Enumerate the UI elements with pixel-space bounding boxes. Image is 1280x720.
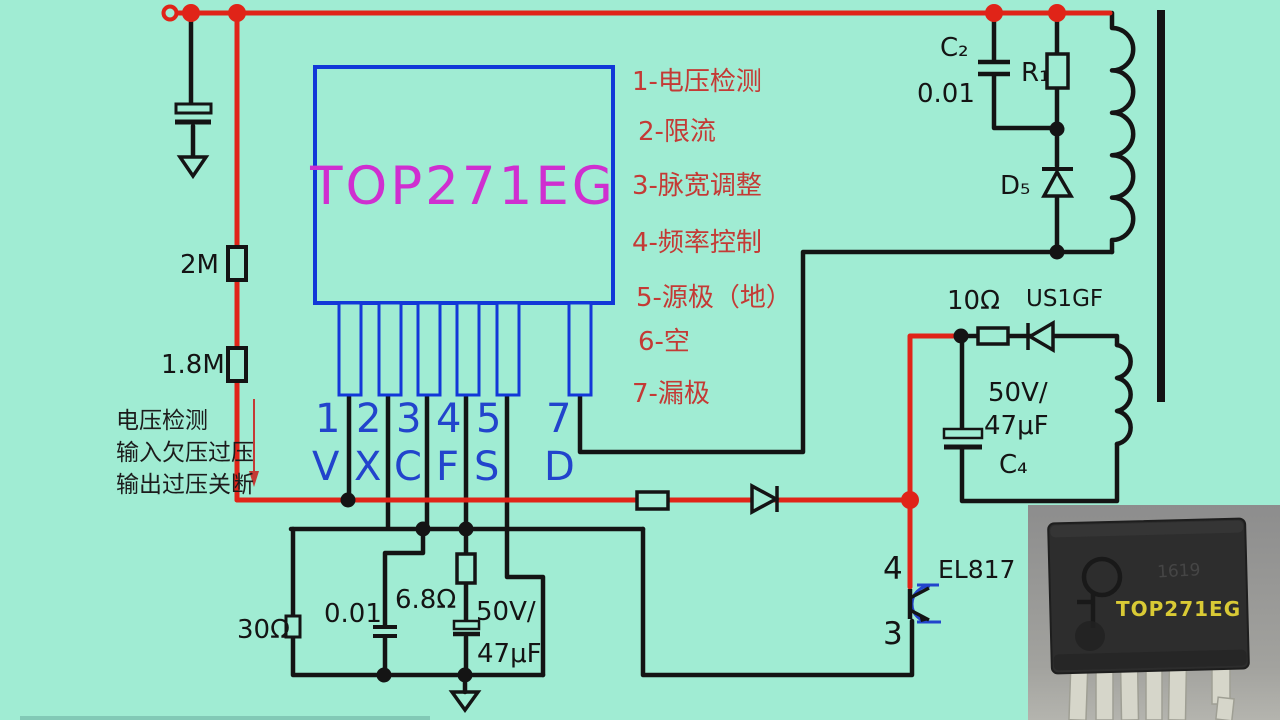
resistor-1m8-body bbox=[226, 346, 248, 383]
label-opto-pin4: 4 bbox=[883, 551, 903, 587]
component-labels: 2M 1.8M C₂ 0.01 R₁ D₅ 10Ω US1GF 50V/ 47μ… bbox=[161, 33, 1103, 669]
pin1-sym: V bbox=[312, 444, 340, 490]
pin2-sym: X bbox=[354, 444, 381, 490]
wire-c2-bottom bbox=[991, 73, 1060, 131]
resistor-2m-body bbox=[226, 245, 248, 282]
wire-bus-to-opto-emitter bbox=[640, 526, 915, 678]
secondary-winding-coil bbox=[1114, 342, 1133, 447]
optocoupler-el817 bbox=[907, 583, 941, 624]
label-r1: R₁ bbox=[1021, 58, 1050, 88]
feedback-resistor-body bbox=[635, 490, 670, 511]
wire-pin7-drain bbox=[577, 249, 1115, 455]
chip-body bbox=[1047, 517, 1250, 675]
pin1-num: 1 bbox=[315, 396, 340, 442]
ic-pin5-rect bbox=[495, 301, 521, 397]
primary-winding-coil bbox=[1109, 10, 1136, 255]
opto-collector bbox=[909, 586, 930, 600]
label-opto-pin3: 3 bbox=[883, 616, 903, 652]
wire-secondary-bottom-loop bbox=[959, 441, 1120, 504]
pin5-num: 5 bbox=[476, 396, 501, 442]
cap-47uf-plate-top bbox=[452, 619, 481, 631]
label-10ohm: 10Ω bbox=[947, 286, 1000, 316]
ic-pin2-rect bbox=[377, 301, 403, 397]
label-001: 0.01 bbox=[324, 599, 382, 629]
label-d5: D₅ bbox=[1000, 171, 1030, 201]
date-code-marking: 1619 bbox=[1157, 560, 1201, 582]
pin-function-2: 2-限流 bbox=[638, 117, 716, 147]
label-30ohm: 30Ω bbox=[237, 615, 290, 645]
pin4-num: 4 bbox=[436, 396, 461, 442]
package-dimple bbox=[1075, 621, 1105, 651]
resistor-10ohm-body bbox=[976, 326, 1010, 346]
voltage-sense-arrow bbox=[249, 399, 259, 487]
pin4-sym: F bbox=[436, 444, 459, 490]
diode-us1gf-triangle bbox=[1026, 319, 1055, 354]
opto-emitter-arrow bbox=[919, 614, 929, 622]
resistor-68ohm-body bbox=[455, 552, 477, 585]
label-2m: 2M bbox=[180, 250, 219, 280]
pin2-num: 2 bbox=[356, 396, 381, 442]
label-sec-cap-uf: 47μF bbox=[984, 411, 1049, 441]
pin5-sym: S bbox=[474, 444, 499, 490]
label-ctrl-cap-volt: 50V/ bbox=[476, 597, 536, 627]
wire-pin5-s bbox=[504, 392, 546, 678]
pin-function-7: 7-漏极 bbox=[632, 379, 710, 409]
label-c2-value: 0.01 bbox=[917, 79, 975, 109]
input-terminal-circle bbox=[161, 4, 179, 22]
ic-part-number: TOP271EG bbox=[309, 156, 616, 217]
pin3-sym: C bbox=[394, 444, 422, 490]
resistor-r1-body bbox=[1045, 52, 1070, 90]
label-68ohm: 6.8Ω bbox=[395, 585, 456, 615]
input-cap-plate-top bbox=[174, 102, 213, 115]
wire-001cap-jog bbox=[382, 526, 426, 628]
bottom-shadow-band bbox=[20, 716, 430, 720]
diode-d5-triangle bbox=[1041, 168, 1075, 198]
label-c4: C₄ bbox=[999, 450, 1028, 480]
note-line-3: 输出过压关断 bbox=[116, 472, 254, 498]
pin-function-1: 1-电压检测 bbox=[632, 67, 762, 97]
pin-labels: 1 2 3 4 5 7 V X C F S D bbox=[312, 396, 575, 490]
photo-part-number: TOP271EG bbox=[1116, 597, 1241, 621]
label-sec-cap-volt: 50V/ bbox=[988, 378, 1048, 408]
pin7-sym: D bbox=[544, 444, 575, 490]
chip-legs bbox=[1068, 661, 1235, 720]
label-c2: C₂ bbox=[940, 33, 969, 63]
ic-pin3-rect bbox=[416, 301, 442, 397]
pin3-num: 3 bbox=[396, 396, 421, 442]
voltage-detect-note: 电压检测 输入欠压过压 输出过压关断 bbox=[116, 408, 254, 498]
pin-function-list: 1-电压检测 2-限流 3-脉宽调整 4-频率控制 5-源极（地） 6-空 7-… bbox=[632, 67, 792, 409]
black-junction-dots bbox=[340, 121, 1065, 683]
label-1m8: 1.8M bbox=[161, 350, 225, 380]
ic-pin4-rect bbox=[455, 301, 481, 397]
ic-pin7-rect bbox=[567, 301, 593, 397]
top271eg-ic: TOP271EG bbox=[309, 65, 616, 397]
pin-function-3: 3-脉宽调整 bbox=[632, 171, 762, 201]
label-us1gf: US1GF bbox=[1026, 286, 1103, 312]
cap-c4-plate-top bbox=[942, 427, 984, 440]
ground-symbol-input bbox=[176, 155, 210, 180]
pin-function-5: 5-源极（地） bbox=[636, 283, 792, 313]
label-el817: EL817 bbox=[938, 555, 1015, 584]
resistor-30ohm-body bbox=[284, 614, 302, 639]
note-line-1: 电压检测 bbox=[116, 408, 208, 434]
pin-function-4: 4-频率控制 bbox=[632, 228, 762, 258]
note-line-2: 输入欠压过压 bbox=[116, 440, 254, 466]
pin-function-6: 6-空 bbox=[638, 327, 690, 357]
red-junction-dots bbox=[182, 4, 1066, 509]
pin7-num: 7 bbox=[546, 396, 571, 442]
ic-pin1-rect bbox=[337, 301, 363, 397]
ic-pins bbox=[337, 301, 593, 397]
ground-symbol-control bbox=[448, 690, 482, 713]
chip-photo-inset: 1619 TOP271EG bbox=[1028, 505, 1280, 720]
feedback-diode-triangle bbox=[750, 483, 780, 515]
component-symbols bbox=[174, 52, 1075, 713]
label-ctrl-cap-uf: 47μF bbox=[477, 639, 542, 669]
